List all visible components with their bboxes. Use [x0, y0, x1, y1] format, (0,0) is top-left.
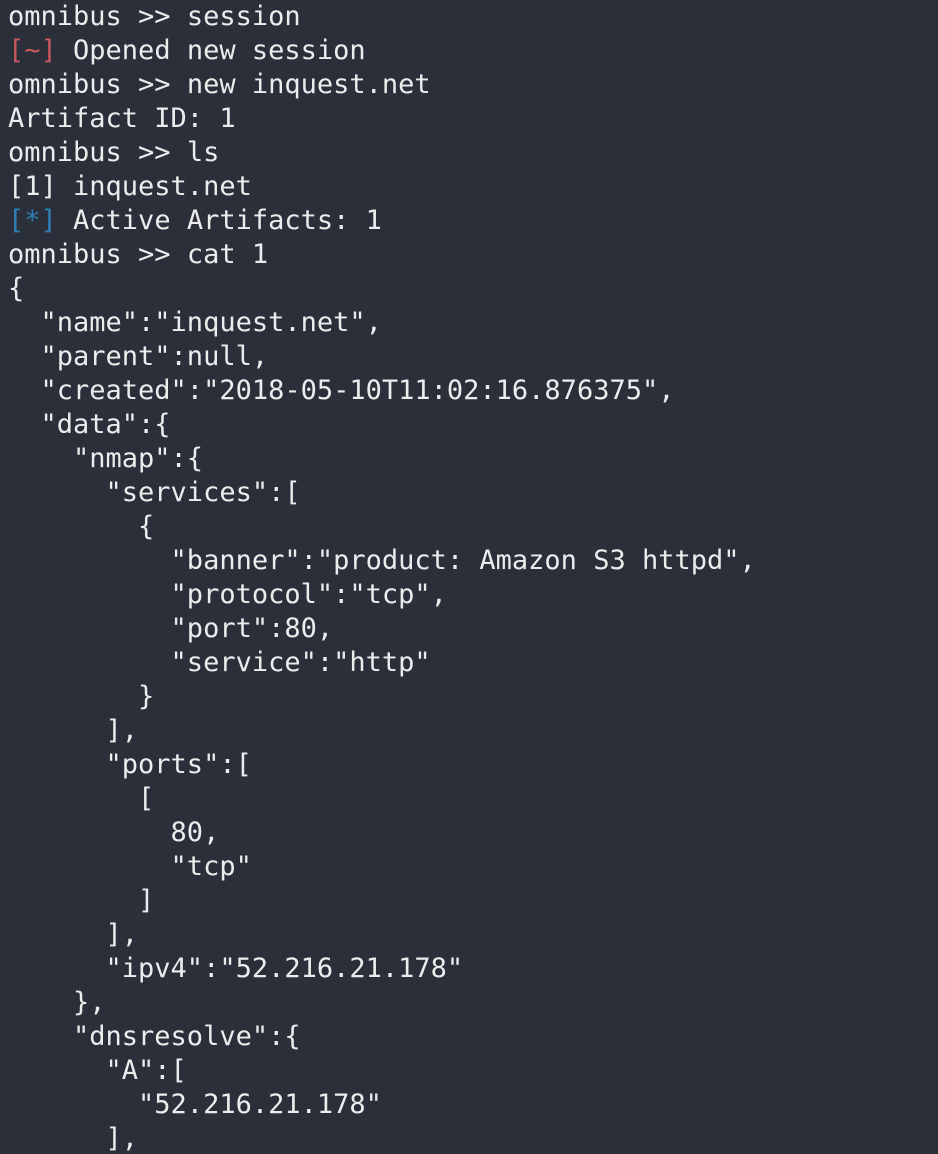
output-line: "banner":"product: Amazon S3 httpd",: [8, 545, 756, 576]
output-line: "ipv4":"52.216.21.178": [8, 953, 464, 984]
output-line: ],: [8, 1123, 139, 1154]
status-tag-warn: [~]: [8, 35, 57, 66]
command-text: ls: [186, 137, 220, 168]
terminal-output: omnibus >> session[~] Opened new session…: [8, 0, 938, 1154]
output-line: Artifact ID: 1: [8, 103, 236, 134]
command-line: omnibus >> cat 1: [8, 238, 938, 272]
output-line: "52.216.21.178": [8, 1089, 382, 1120]
command-text: session: [186, 1, 301, 32]
command-text: new inquest.net: [186, 69, 431, 100]
status-line: [*] Active Artifacts: 1: [8, 204, 938, 238]
prompt: omnibus >>: [8, 137, 187, 168]
status-line: [~] Opened new session: [8, 34, 938, 68]
output-line: "port":80,: [8, 613, 334, 644]
output-line: "created":"2018-05-10T11:02:16.876375",: [8, 375, 675, 406]
output-line: "nmap":{: [8, 443, 204, 474]
status-tag-info: [*]: [8, 205, 57, 236]
output-line: "parent":null,: [8, 341, 269, 372]
output-line: "ports":[: [8, 749, 252, 780]
output-line: "A":[: [8, 1055, 187, 1086]
status-text: Opened new session: [56, 35, 366, 66]
output-line: ],: [8, 715, 139, 746]
output-line: "services":[: [8, 477, 301, 508]
output-line: ]: [8, 885, 155, 916]
prompt: omnibus >>: [8, 69, 187, 100]
output-line: "dnsresolve":{: [8, 1021, 301, 1052]
output-line: "data":{: [8, 409, 171, 440]
command-line: omnibus >> new inquest.net: [8, 68, 938, 102]
output-line: "tcp": [8, 851, 252, 882]
output-line: "protocol":"tcp",: [8, 579, 447, 610]
status-text: Active Artifacts: 1: [56, 205, 382, 236]
prompt: omnibus >>: [8, 239, 187, 270]
output-line: [1] inquest.net: [8, 171, 252, 202]
output-line: "name":"inquest.net",: [8, 307, 382, 338]
output-line: },: [8, 987, 106, 1018]
output-line: {: [8, 273, 25, 304]
command-line: omnibus >> session: [8, 0, 938, 34]
output-line: "service":"http": [8, 647, 431, 678]
output-line: [: [8, 783, 155, 814]
output-line: ],: [8, 919, 139, 950]
command-text: cat 1: [186, 239, 269, 270]
output-line: 80,: [8, 817, 220, 848]
command-line: omnibus >> ls: [8, 136, 938, 170]
output-line: {: [8, 511, 155, 542]
output-line: }: [8, 681, 155, 712]
prompt: omnibus >>: [8, 1, 187, 32]
